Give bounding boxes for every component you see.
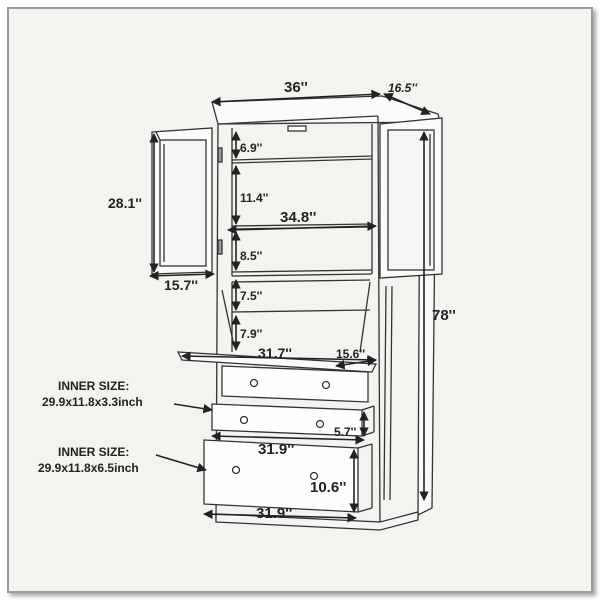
dimension-labels: 36'' 16.5'' 78'' 28.1'' 15.7'' 6.9'' 11.… — [108, 79, 456, 522]
inner-size-1-label: INNER SIZE: — [58, 379, 129, 393]
top-section-label: 6.9'' — [240, 141, 263, 155]
cabinet-drawing — [151, 95, 443, 531]
inner-size-2-value: 29.9x11.8x6.5inch — [38, 461, 139, 475]
drawer-large-depth-label: 10.6'' — [310, 479, 346, 496]
overall-width-label: 36'' — [284, 79, 308, 96]
desk-depth-label: 15.6'' — [336, 347, 365, 361]
inner-width-label: 34.8'' — [280, 209, 316, 226]
desk-width-label: 31.7'' — [258, 345, 292, 361]
depth-label: 16.5'' — [388, 81, 418, 95]
inner-size-1-value: 29.9x11.8x3.3inch — [42, 395, 143, 409]
height-label: 78'' — [432, 307, 456, 324]
inner-size-annotations: INNER SIZE: 29.9x11.8x3.3inch INNER SIZE… — [38, 379, 143, 475]
drawer-small-depth-label: 5.7'' — [334, 425, 357, 439]
lower-gap-label: 8.5'' — [240, 249, 263, 263]
drawer-small-width-label: 31.9'' — [258, 441, 294, 458]
drawer-large-width-label: 31.9'' — [256, 505, 292, 522]
shelf-gap-label: 11.4'' — [240, 191, 269, 205]
drop-front-gap-label: 7.5'' — [240, 289, 263, 303]
inner-size-2-label: INNER SIZE: — [58, 445, 129, 459]
door-height-label: 28.1'' — [108, 195, 142, 211]
dimension-lines — [149, 89, 431, 523]
drop-front-height-label: 7.9'' — [240, 327, 263, 341]
door-width-label: 15.7'' — [164, 277, 198, 293]
